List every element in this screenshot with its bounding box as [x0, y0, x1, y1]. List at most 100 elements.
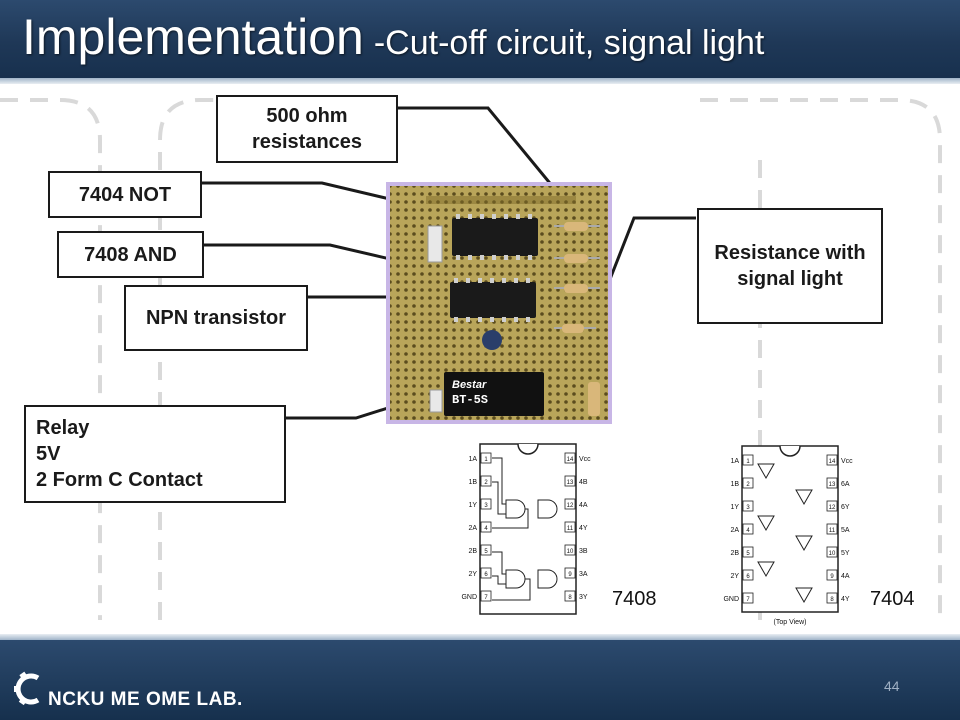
p8-pin-box — [564, 567, 576, 579]
p4-pin-label: 6Y — [841, 504, 850, 511]
footer-bar — [0, 640, 960, 720]
label-text: Resistance with signal light — [714, 242, 866, 290]
label-npn-transistor: NPN transistor — [124, 285, 308, 351]
chip-label-7408: 7408 — [612, 588, 657, 610]
slide-title: Implementation-Cut-off circuit, signal l… — [22, 8, 764, 66]
p4-pin-box — [826, 454, 838, 466]
lab-name: NCKU ME OME LAB. — [48, 689, 243, 710]
p4-pin-label: 4A — [841, 573, 850, 580]
label-7404-not: 7404 NOT — [48, 171, 202, 218]
p8-pin-label: 1Y — [468, 502, 477, 509]
p8-pin-label: Vcc — [579, 456, 591, 463]
title-bar — [0, 0, 960, 78]
p4-pin-number: 5 — [746, 551, 750, 557]
chip-7404 — [452, 218, 538, 256]
label-text: 7408 AND — [84, 243, 177, 266]
gear-logo-icon — [14, 671, 40, 706]
p8-pin-label: 1A — [468, 456, 477, 463]
p4-pin-label: 5A — [841, 527, 850, 534]
p4-pin-box — [826, 500, 838, 512]
p8-pin-number: 2 — [484, 480, 488, 486]
p8-pin-box — [564, 590, 576, 602]
relay-brand: Bestar — [452, 379, 487, 391]
p4-pin-number: 8 — [830, 597, 834, 603]
p4-pin-box — [742, 569, 754, 581]
p8-pin-label: 4B — [579, 479, 588, 486]
p4-pin-box — [742, 546, 754, 558]
leader-resistances — [398, 106, 574, 211]
top-view-caption: (Top View) — [774, 619, 807, 626]
p8-pin-box — [564, 475, 576, 487]
p8-pin-label: 2B — [468, 548, 477, 555]
p8-pin-number: 13 — [567, 480, 574, 486]
p4-pin-label: Vcc — [841, 458, 853, 465]
p8-pin-label: 4A — [579, 502, 588, 509]
p4-pin-box — [742, 500, 754, 512]
p8-pin-box — [480, 590, 492, 602]
relay-model: BT-5S — [452, 393, 488, 407]
p4-pin-label: 5Y — [841, 550, 850, 557]
p8-pin-box — [480, 475, 492, 487]
label-text: NPN transistor — [145, 307, 287, 329]
title-sub: -Cut-off circuit, signal light — [373, 24, 765, 62]
p8-pin-label: 3A — [579, 571, 588, 578]
p4-pin-label: 1B — [730, 481, 739, 488]
p8-pin-number: 8 — [568, 595, 572, 601]
p4-pin-number: 13 — [829, 482, 836, 488]
p4-pin-label: 2Y — [730, 573, 739, 580]
p8-pin-label: 3B — [579, 548, 588, 555]
p8-pin-number: 12 — [567, 503, 574, 509]
p4-pin-label: 1Y — [730, 504, 739, 511]
p4-pin-number: 2 — [746, 482, 750, 488]
p8-pin-label: 3Y — [579, 594, 588, 601]
p8-pin-number: 5 — [484, 549, 488, 555]
p8-pin-label: 4Y — [579, 525, 588, 532]
p8-pin-number: 4 — [484, 526, 488, 532]
chip-label-7404: 7404 — [870, 588, 915, 610]
label-resistance-signal-light: Resistance with signal light — [697, 208, 883, 324]
p8-pin-box — [480, 544, 492, 556]
p4-pin-box — [826, 546, 838, 558]
title-separator — [0, 78, 960, 84]
label-relay: Relay 5V 2 Form C Contact — [24, 405, 286, 503]
p4-pin-box — [826, 592, 838, 604]
label-500-ohm-resistances: 500 ohm resistances — [216, 95, 398, 163]
p4-pin-number: 14 — [829, 459, 836, 465]
p8-pin-number: 9 — [568, 572, 572, 578]
p8-pin-box — [480, 521, 492, 533]
p4-pin-number: 4 — [746, 528, 750, 534]
p4-pin-number: 6 — [746, 574, 750, 580]
p8-pin-number: 7 — [484, 595, 488, 601]
resistors — [554, 222, 600, 333]
relay-line-2: 5V — [36, 443, 61, 465]
p8-pin-number: 10 — [567, 549, 574, 555]
p4-pin-number: 9 — [830, 574, 834, 580]
page-number: 44 — [884, 678, 900, 694]
p8-pin-number: 3 — [484, 503, 488, 509]
p4-pin-label: GND — [723, 596, 739, 603]
p4-pin-number: 11 — [829, 528, 836, 534]
p8-pin-label: 1B — [468, 479, 477, 486]
p4-pin-number: 3 — [746, 505, 750, 511]
p4-pin-box — [742, 523, 754, 535]
p4-pin-label: 1A — [730, 458, 739, 465]
p8-pin-number: 6 — [484, 572, 488, 578]
p8-pin-number: 14 — [567, 457, 574, 463]
p4-pin-label: 2A — [730, 527, 739, 534]
p4-pin-box — [826, 569, 838, 581]
label-text: 7404 NOT — [78, 183, 172, 206]
footer-separator — [0, 634, 960, 640]
circuit-board-photo: Bestar BT-5S — [386, 182, 612, 424]
p4-pin-label: 6A — [841, 481, 850, 488]
relay — [444, 372, 544, 416]
p4-pin-box — [742, 477, 754, 489]
p4-pin-number: 1 — [746, 459, 750, 465]
p8-pin-label: GND — [461, 594, 477, 601]
chip-7408 — [450, 282, 536, 318]
p4-pin-number: 10 — [829, 551, 836, 557]
p8-pin-label: 2A — [468, 525, 477, 532]
p8-pin-box — [480, 452, 492, 464]
p4-pin-label: 2B — [730, 550, 739, 557]
relay-line-1: Relay — [36, 417, 90, 439]
